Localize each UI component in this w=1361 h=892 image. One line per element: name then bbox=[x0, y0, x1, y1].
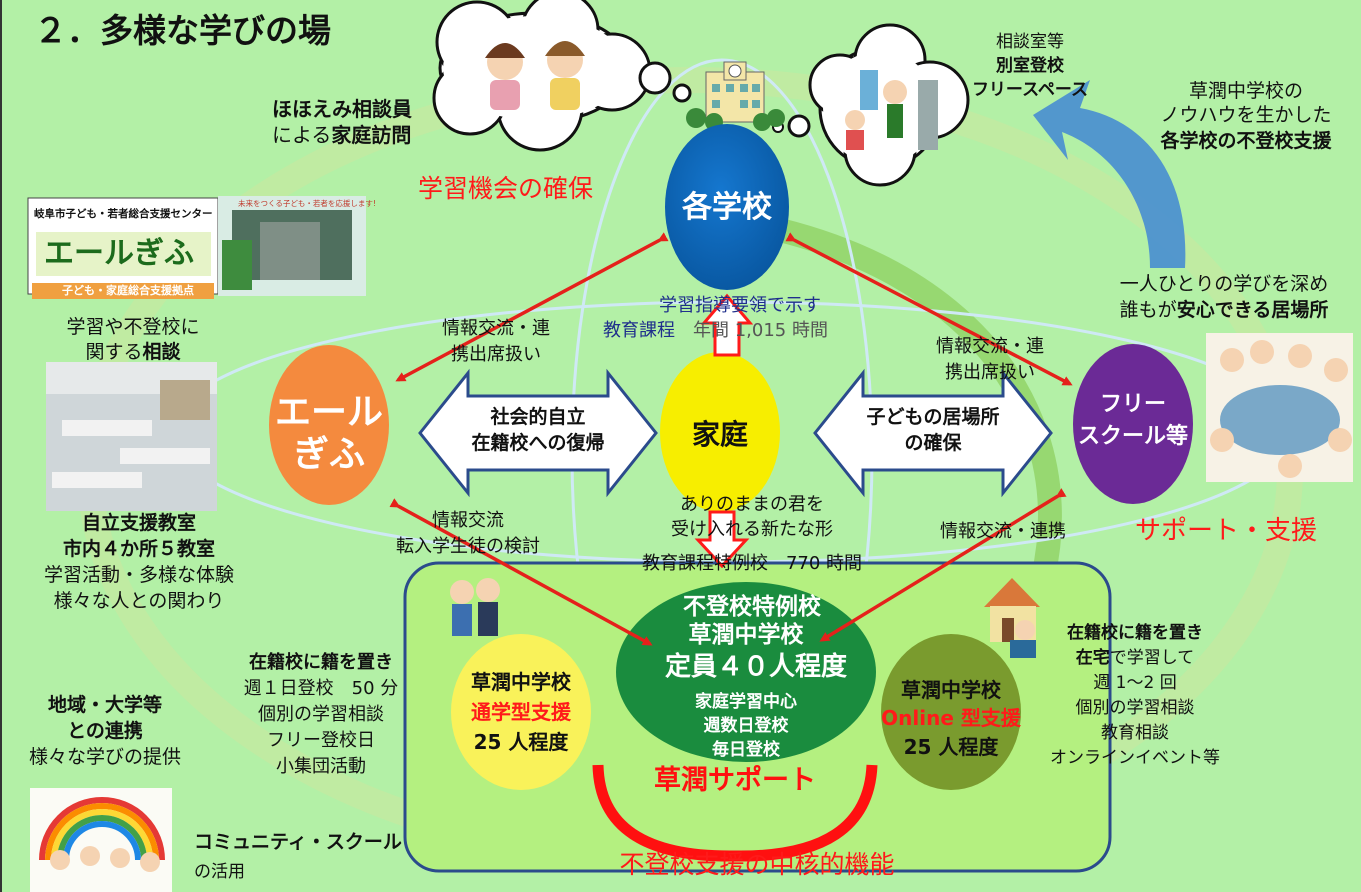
double-arrow-left bbox=[418, 368, 658, 498]
online-line3: 25 人程度 bbox=[903, 735, 999, 759]
yell-building-photo bbox=[218, 196, 366, 296]
nouhau-line2: ノウハウを生かした bbox=[1160, 104, 1332, 126]
commute-desc-1: 在籍校に籍を置き bbox=[249, 652, 393, 673]
soujun-line5: 週数日登校 bbox=[703, 716, 789, 736]
page-title: ２．多様な学びの場 bbox=[34, 11, 331, 50]
double-arrow-right bbox=[813, 368, 1053, 498]
yell-logo-sub: 子ども・家庭総合支援拠点 bbox=[62, 284, 194, 297]
jiritsu-line4: 様々な人との関わり bbox=[53, 590, 225, 612]
counselor-illustration bbox=[485, 41, 585, 110]
left-arrow-label-1: 社会的自立 bbox=[490, 406, 586, 428]
nouhau-line3: 各学校の不登校支援 bbox=[1160, 130, 1332, 152]
jiritsu-line2: 市内４か所５教室 bbox=[62, 538, 216, 560]
community-line1: 地域・大学等 bbox=[47, 694, 163, 716]
node-yell-label-1: エール bbox=[274, 392, 384, 433]
left-consult-line2: 関する相談 bbox=[85, 341, 181, 363]
left-upper-edge-1: 情報交流・連 bbox=[442, 318, 550, 339]
up-arrow bbox=[700, 293, 754, 357]
node-home-shape bbox=[660, 352, 780, 512]
node-free-shape bbox=[1073, 344, 1193, 504]
home-visit-line2: による家庭訪問 bbox=[272, 123, 412, 147]
school-building-icon bbox=[686, 61, 785, 131]
online-desc-1: 在籍校に籍を置き bbox=[1067, 623, 1203, 643]
separate-room-line1: 相談室等 bbox=[996, 32, 1064, 52]
soujun-line3: 定員４０人程度 bbox=[664, 652, 848, 682]
left-upper-edge-2: 携出席扱い bbox=[451, 344, 541, 365]
nouhau-line1: 草潤中学校の bbox=[1188, 80, 1304, 102]
yell-logo-name: エールぎふ bbox=[44, 236, 194, 271]
curriculum-line1: 学習指導要領で示す bbox=[659, 295, 821, 316]
free-caption-line1: 一人ひとりの学びを深め bbox=[1119, 273, 1329, 295]
soujun-line1: 不登校特例校 bbox=[683, 594, 821, 620]
arrow-back-icon bbox=[1033, 80, 1186, 268]
online-support-shape bbox=[881, 634, 1021, 790]
right-arrow-label-1: 子どもの居場所 bbox=[866, 406, 1000, 428]
core-function-label: 不登校支援の中核的機能 bbox=[619, 850, 895, 879]
free-school-illustration bbox=[1206, 333, 1353, 482]
right-upper-edge-2: 携出席扱い bbox=[945, 362, 1035, 383]
yell-gifu-logo bbox=[27, 197, 219, 299]
commute-support-shape bbox=[451, 634, 591, 790]
online-desc-2: 在宅で学習して bbox=[1075, 648, 1195, 668]
support-label: サポート・支援 bbox=[1135, 516, 1318, 546]
right-upper-edge-1: 情報交流・連 bbox=[936, 336, 1044, 357]
free-caption-line2: 誰もが安心できる居場所 bbox=[1119, 299, 1329, 321]
online-desc-3: 週 1～2 回 bbox=[1093, 673, 1177, 693]
online-line1: 草潤中学校 bbox=[901, 678, 1001, 702]
soujun-center-shape bbox=[616, 582, 876, 762]
soujun-line2: 草潤中学校 bbox=[688, 622, 804, 648]
right-lower-edge: 情報交流・連携 bbox=[940, 521, 1066, 542]
soujun-line4: 家庭学習中心 bbox=[695, 692, 797, 712]
left-lower-edge-2: 転入学生徒の検討 bbox=[396, 536, 540, 557]
commute-desc-3: 個別の学習相談 bbox=[258, 704, 384, 725]
left-lower-edge-1: 情報交流 bbox=[432, 510, 504, 531]
node-yell-label-2: ぎふ bbox=[292, 434, 366, 475]
commute-desc-2: 週１日登校 50 分 bbox=[243, 678, 399, 699]
yell-logo-org: 岐阜市子ども・若者総合支援センター bbox=[34, 208, 213, 220]
community-school-line2: の活用 bbox=[194, 862, 245, 882]
separate-room-illustration bbox=[845, 70, 938, 150]
community-school-line1: コミュニティ・スクール bbox=[194, 831, 402, 853]
learning-opportunity-label: 学習機会の確保 bbox=[418, 174, 594, 203]
online-desc-6: オンラインイベント等 bbox=[1050, 748, 1220, 768]
special-curriculum-line2: 受け入れる新たな形 bbox=[671, 519, 833, 540]
commute-desc-4: フリー登校日 bbox=[267, 730, 375, 751]
node-yell-shape bbox=[269, 345, 389, 505]
online-line2: Online 型支援 bbox=[881, 706, 1021, 730]
node-school-shape bbox=[665, 124, 789, 290]
commute-line2: 通学型支援 bbox=[471, 700, 571, 724]
commute-line1: 草潤中学校 bbox=[471, 670, 571, 694]
classroom-photo bbox=[46, 362, 217, 511]
soujun-line6: 毎日登校 bbox=[712, 740, 780, 760]
separate-room-line3: フリースペース bbox=[971, 80, 1089, 100]
node-school-label: 各学校 bbox=[682, 190, 772, 225]
separate-room-line2: 別室登校 bbox=[996, 56, 1064, 76]
curriculum-line2: 教育課程 年間 1,015 時間 bbox=[603, 320, 828, 341]
special-curriculum-line3: 教育課程特例校 770 時間 bbox=[641, 553, 863, 574]
relation-arrows bbox=[389, 232, 1073, 646]
jiritsu-line1: 自立支援教室 bbox=[81, 512, 197, 534]
soujun-support-label: 草潤サポート bbox=[654, 765, 816, 796]
node-free-label-2: スクール等 bbox=[1077, 424, 1189, 449]
online-desc-5: 教育相談 bbox=[1101, 723, 1169, 743]
jiritsu-line3: 学習活動・多様な体験 bbox=[43, 564, 235, 586]
yell-building-sign: 未来をつくる子ども・若者を応援します! bbox=[238, 199, 376, 208]
rainbow-icon bbox=[30, 788, 172, 892]
community-line2: との連携 bbox=[67, 720, 143, 742]
down-arrow bbox=[694, 510, 750, 569]
left-consult-line1: 学習や不登校に bbox=[66, 316, 200, 338]
special-curriculum-line1: ありのままの君を bbox=[680, 494, 824, 515]
soujun-support-arc bbox=[592, 764, 878, 862]
node-home-label: 家庭 bbox=[691, 418, 749, 451]
online-desc-4: 個別の学習相談 bbox=[1075, 698, 1195, 718]
right-arrow-label-2: の確保 bbox=[904, 432, 962, 454]
home-visit-line1: ほほえみ相談員 bbox=[272, 97, 412, 121]
commute-desc-5: 小集団活動 bbox=[276, 756, 366, 777]
community-line3: 様々な学びの提供 bbox=[28, 746, 182, 768]
node-free-label-1: フリー bbox=[1099, 392, 1167, 417]
commute-line3: 25 人程度 bbox=[473, 730, 569, 754]
left-arrow-label-2: 在籍校への復帰 bbox=[471, 432, 605, 454]
